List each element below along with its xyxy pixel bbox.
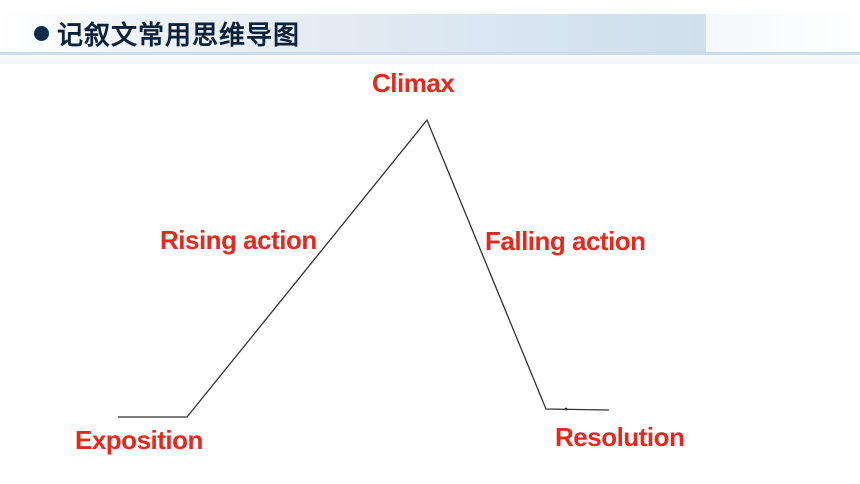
- climax-label: Climax: [372, 68, 455, 98]
- header-underline: [0, 52, 860, 55]
- rising-action-label: Rising action: [160, 225, 317, 255]
- page-title-text: 记叙文常用思维导图: [57, 20, 301, 51]
- bullet-icon: [34, 25, 49, 41]
- plot-line: [118, 118, 610, 418]
- falling-action-label: Falling action: [485, 226, 646, 256]
- page-title: 记叙文常用思维导图: [34, 18, 300, 51]
- resolution-tick: [564, 407, 568, 411]
- resolution-label: Resolution: [555, 422, 685, 452]
- header-bar-tail: [706, 14, 860, 52]
- exposition-label: Exposition: [75, 425, 203, 455]
- header-bar: [0, 14, 706, 52]
